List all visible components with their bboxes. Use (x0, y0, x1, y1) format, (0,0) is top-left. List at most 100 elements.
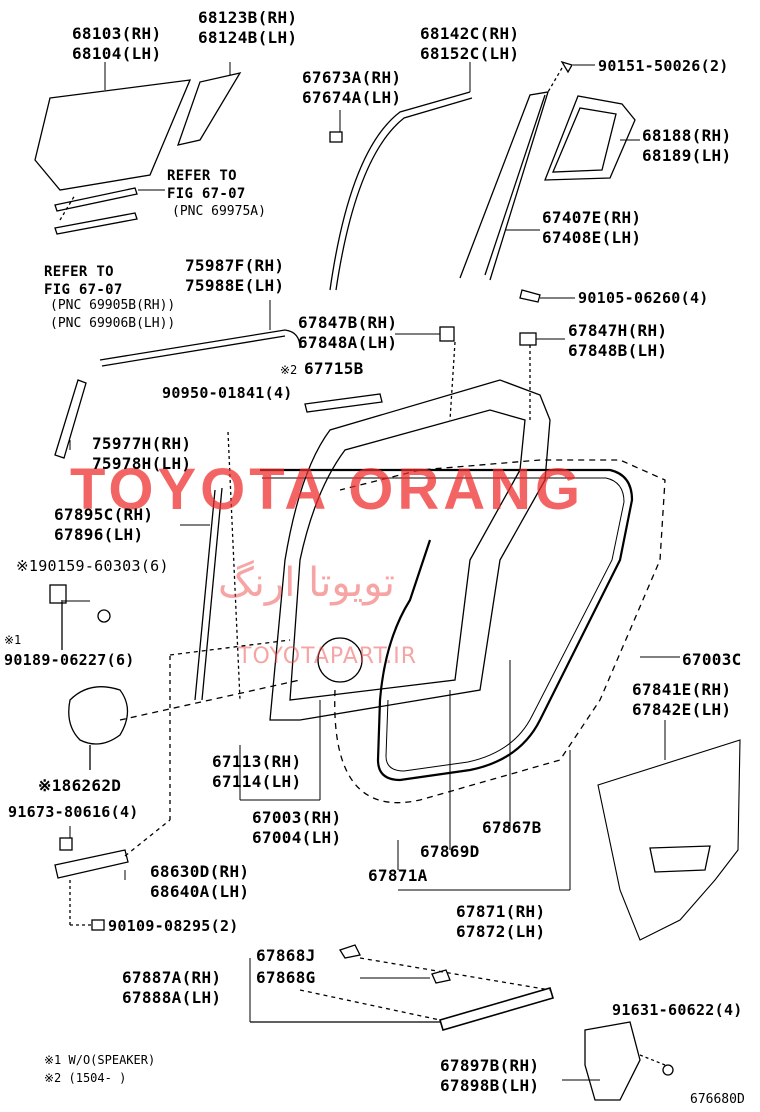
label-67895c: 67895C(RH) (54, 505, 154, 524)
label-67673a: 67673A(RH) (302, 68, 402, 87)
ref1-line2: FIG 67-07 (167, 186, 246, 202)
label-67897b: 67897B(RH) (440, 1056, 540, 1075)
ref2-line2: FIG 67-07 (44, 282, 123, 298)
label-67674a: 67674A(LH) (302, 88, 402, 107)
mudguard (584, 1021, 641, 1101)
clip-67673a (329, 131, 343, 143)
ref2-line4: (PNC 69906B(LH)) (50, 316, 176, 331)
frame-seal (304, 393, 383, 413)
run-channel (329, 91, 473, 291)
door-inner (289, 409, 526, 701)
watermark-arabic: تویوتا ارنگ (218, 560, 395, 606)
ref2-line1: REFER TO (44, 264, 114, 280)
quarter-frame (544, 95, 636, 181)
label-67898b: 67898B(LH) (440, 1076, 540, 1095)
clip-67868g (431, 969, 451, 984)
label-67847h: 67847H(RH) (568, 321, 668, 340)
label-75987f: 75987F(RH) (185, 256, 285, 275)
label-90151: 90151-50026(2) (598, 57, 729, 75)
label-86262d: ※186262D (38, 776, 122, 795)
label-67872: 67872(LH) (456, 922, 546, 941)
bracket-90159 (49, 584, 67, 604)
label-68189: 68189(LH) (642, 146, 732, 165)
label-67842e: 67842E(LH) (632, 700, 732, 719)
label-68103: 68103(RH) (72, 24, 162, 43)
clip-67847b (439, 326, 455, 342)
label-67871a: 67871A (368, 866, 428, 885)
footnote-2: ※2 (1504- ) (44, 1071, 127, 1085)
label-68188: 68188(RH) (642, 126, 732, 145)
pillar-garnish (54, 379, 87, 459)
label-90159: ※190159-60303(6) (16, 557, 169, 575)
label-67715b-mark: ※2 (280, 363, 298, 377)
label-67003c: 67003C (682, 650, 742, 669)
rear-run (484, 94, 546, 276)
label-75988e: 75988E(LH) (185, 276, 285, 295)
door-outline (334, 459, 666, 804)
lower-moulding (439, 987, 554, 1031)
quarter-window-glass (176, 72, 242, 146)
belt-moulding (99, 329, 301, 367)
label-67867b: 67867B (482, 818, 542, 837)
label-67848a: 67848A(LH) (298, 333, 398, 352)
ref2-line3: (PNC 69905B(RH)) (50, 298, 176, 313)
label-67004: 67004(LH) (252, 828, 342, 847)
bolt-90189 (97, 609, 111, 623)
label-90109: 90109-08295(2) (108, 917, 239, 935)
label-68104: 68104(LH) (72, 44, 162, 63)
label-91673: 91673-80616(4) (8, 803, 139, 821)
label-67113: 67113(RH) (212, 752, 302, 771)
label-68640a: 68640A(LH) (150, 882, 250, 901)
diagram-id: 676680D (690, 1092, 745, 1107)
label-68123b: 68123B(RH) (198, 8, 298, 27)
ref1-line3: (PNC 69975A) (172, 204, 266, 219)
footnote-1: ※1 W/O(SPEAKER) (44, 1053, 156, 1067)
bolt-90109 (91, 919, 105, 931)
label-67114: 67114(LH) (212, 772, 302, 791)
label-67896: 67896(LH) (54, 525, 144, 544)
door-seal-strip (194, 487, 223, 701)
door-check (54, 849, 129, 879)
label-67841e: 67841E(RH) (632, 680, 732, 699)
label-67868g: 67868G (256, 968, 316, 987)
label-90189: 90189-06227(6) (4, 651, 135, 669)
glass-channel-upper (54, 187, 138, 212)
label-68152c: 68152C(LH) (420, 44, 520, 63)
weatherstrip (260, 468, 634, 782)
ref1-line1: REFER TO (167, 168, 237, 184)
rear-door-glass (34, 79, 192, 191)
label-67871: 67871(RH) (456, 902, 546, 921)
division-bar (459, 91, 549, 281)
label-90950: 90950-01841(4) (162, 384, 293, 402)
bolt-91631 (662, 1064, 674, 1076)
label-67888a: 67888A(LH) (122, 988, 222, 1007)
label-67408e: 67408E(LH) (542, 228, 642, 247)
label-91631: 91631-60622(4) (612, 1001, 743, 1019)
label-67869d: 67869D (420, 842, 480, 861)
clip-67868j (339, 944, 361, 959)
label-67868j: 67868J (256, 946, 316, 965)
sound-insulator (597, 739, 741, 941)
label-68630d: 68630D(RH) (150, 862, 250, 881)
label-67715b: 67715B (304, 359, 364, 378)
label-75978h: 75978H(LH) (92, 454, 192, 473)
label-75977h: 75977H(RH) (92, 434, 192, 453)
label-67003: 67003(RH) (252, 808, 342, 827)
door-panel (269, 379, 551, 721)
bolt-91673 (59, 837, 73, 851)
label-68142c: 68142C(RH) (420, 24, 520, 43)
label-67407e: 67407E(RH) (542, 208, 642, 227)
label-68124b: 68124B(LH) (198, 28, 298, 47)
label-90105: 90105-06260(4) (578, 289, 709, 307)
label-67847b: 67847B(RH) (298, 313, 398, 332)
speaker (68, 686, 129, 745)
label-90189-mark: ※1 (4, 633, 22, 647)
glass-channel-lower (54, 212, 138, 235)
watermark-brand: TOYOTA ORANG (70, 457, 585, 522)
screw-90105 (519, 289, 541, 303)
screw-90151 (560, 60, 573, 74)
clip-67847h (519, 332, 537, 346)
leader-lines (63, 62, 680, 1081)
label-67848b: 67848B(LH) (568, 341, 668, 360)
